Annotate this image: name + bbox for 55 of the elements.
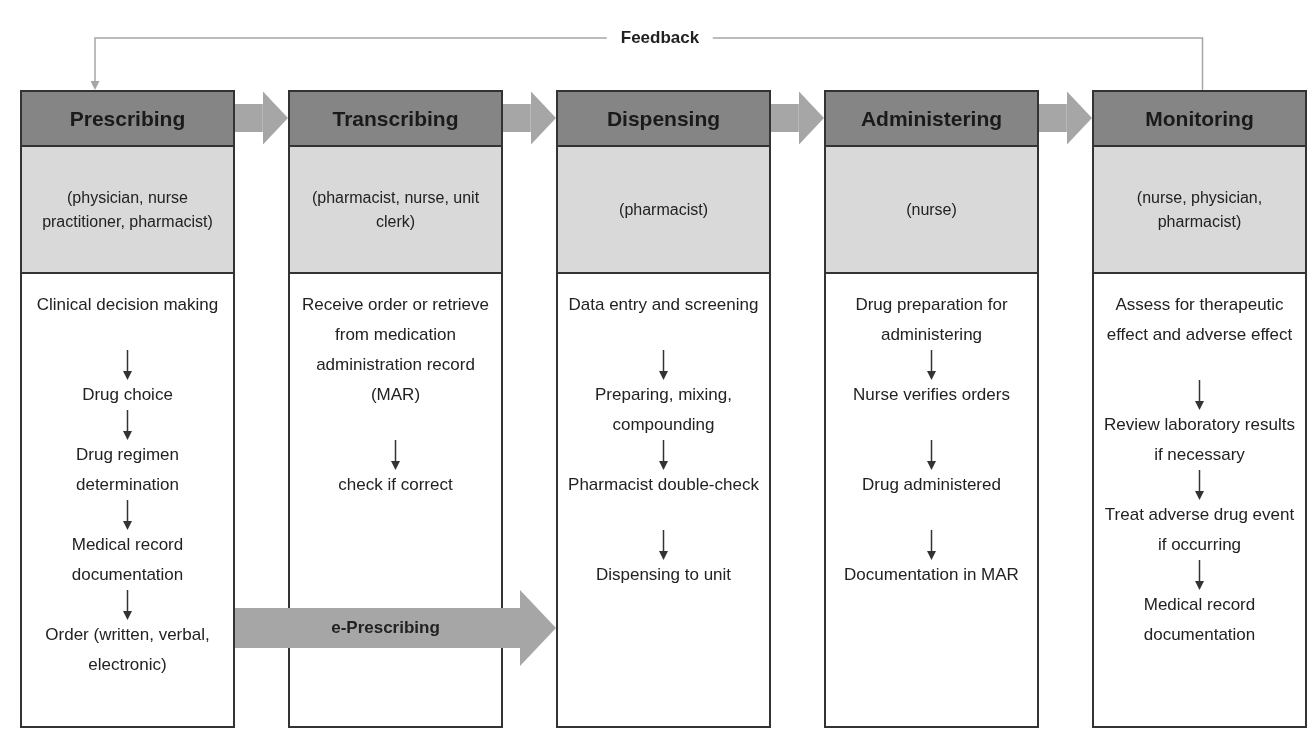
step-text: Drug preparation for administering [834, 290, 1029, 350]
arrow [927, 529, 936, 560]
column-panel [1092, 90, 1307, 728]
arrow [927, 349, 936, 380]
role-box: (nurse, physician, pharmacist) [1094, 147, 1305, 274]
arrow [1195, 379, 1204, 410]
step-text: Drug administered [834, 470, 1029, 530]
block-arrow [503, 91, 556, 145]
arrow [123, 409, 132, 440]
role-box: (physician, nurse practitioner, pharmacist) [22, 147, 233, 274]
column-panel [288, 90, 503, 728]
step-text: Review laboratory results if necessary [1102, 410, 1297, 470]
step-text: Data entry and screening [566, 290, 761, 350]
step-text: Assess for therapeutic effect and adverse effect [1102, 290, 1297, 380]
step-text: Order (written, verbal, electronic) [30, 620, 225, 710]
role-box: (pharmacist, nurse, unit clerk) [290, 147, 501, 274]
arrow [123, 499, 132, 530]
column-heading: Dispensing [558, 92, 769, 147]
arrow [1195, 469, 1204, 500]
block-arrow [235, 91, 288, 145]
column-panel [556, 90, 771, 728]
step-text: Drug regimen determination [30, 440, 225, 500]
step-text: Medical record documentation [30, 530, 225, 590]
role-box: (nurse) [826, 147, 1037, 274]
arrow [391, 439, 400, 470]
step-text: Preparing, mixing, compounding [566, 380, 761, 440]
arrow [927, 439, 936, 470]
step-text: Receive order or retrieve from medication administration record (MAR) [298, 290, 493, 440]
column-heading: Prescribing [22, 92, 233, 147]
step-text: check if correct [298, 470, 493, 500]
role-box: (pharmacist) [558, 147, 769, 274]
step-text: Documentation in MAR [834, 560, 1029, 620]
block-arrow [1039, 91, 1092, 145]
arrow [659, 439, 668, 470]
step-text: Clinical decision making [30, 290, 225, 350]
arrow [659, 529, 668, 560]
column-heading: Monitoring [1094, 92, 1305, 147]
block-arrow [771, 91, 824, 145]
step-text: Medical record documentation [1102, 590, 1297, 650]
step-text: Treat adverse drug event if occurring [1102, 500, 1297, 560]
step-text: Pharmacist double-check [566, 470, 761, 530]
arrow [659, 349, 668, 380]
block-arrow [235, 590, 556, 666]
arrow [123, 589, 132, 620]
column-panel [20, 90, 235, 728]
column-heading: Transcribing [290, 92, 501, 147]
step-text: Drug choice [30, 380, 225, 410]
column-heading: Administering [826, 92, 1037, 147]
arrow [90, 37, 1204, 91]
arrow [123, 349, 132, 380]
arrow [1195, 559, 1204, 590]
edge-label: e-Prescribing [331, 618, 440, 638]
column-panel [824, 90, 1039, 728]
step-text: Nurse verifies orders [834, 380, 1029, 440]
step-text: Dispensing to unit [566, 560, 761, 590]
